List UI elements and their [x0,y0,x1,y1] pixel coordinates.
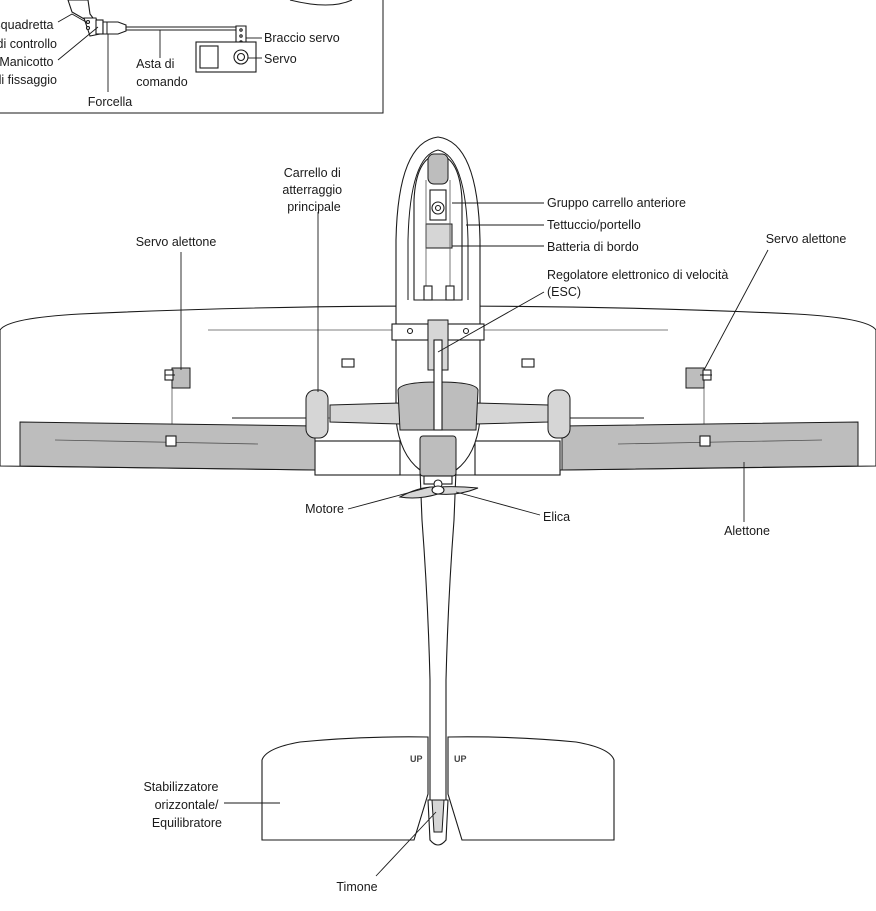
rudder [427,799,449,846]
retaining-sleeve-label: Manicotto di fissaggio [0,55,57,87]
labels: Carrello di atterraggio principale Servo… [136,166,847,894]
horizontal-stabilizer: UP UP [261,736,615,841]
aileron-servo-left-label: Servo alettone [136,235,217,249]
clevis [102,21,127,35]
battery-label: Batteria di bordo [547,240,639,254]
esc-label: Regolatore elettronico di velocità (ESC) [547,268,732,299]
propeller-label: Elica [543,510,570,524]
airplane-top-view: UP UP [0,136,876,846]
clevis-label: Forcella [88,95,133,109]
linkage-detail-inset: Squadretta di controllo Manicotto di fis… [0,0,384,114]
aileron-servo-left [164,367,191,389]
aileron-servo-right-label: Servo alettone [766,232,847,246]
aileron-servo-right [685,367,712,389]
servo [195,41,257,73]
servo-tray [391,319,485,371]
control-horn [67,0,101,37]
pushrod-label: Asta di comando [136,57,188,89]
nose-gear-assembly [423,153,455,301]
nose-gear-label: Gruppo carrello anteriore [547,196,686,210]
main-gear-label: Carrello di atterraggio principale [282,166,345,214]
servo-arm-label: Braccio servo [264,31,340,45]
leader-lines [180,202,769,877]
esc [433,339,443,431]
motor-label: Motore [305,502,344,516]
up-mark-left: UP [410,754,423,764]
retaining-sleeve [95,19,104,35]
aileron-label: Alettone [724,524,770,538]
motor [419,435,457,489]
aileron-right [561,421,859,471]
stabilizer-label: Stabilizzatore orizzontale/ Equilibrator… [143,780,222,830]
servo-label: Servo [264,52,297,66]
rudder-label: Timone [336,880,377,894]
aileron-left [19,421,316,471]
canopy-hatch-label: Tettuccio/portello [547,218,641,232]
canopy-hatch [413,153,463,301]
control-horn-label: Squadretta di controllo [0,18,57,51]
pushrod [126,26,238,31]
up-mark-right: UP [454,754,467,764]
